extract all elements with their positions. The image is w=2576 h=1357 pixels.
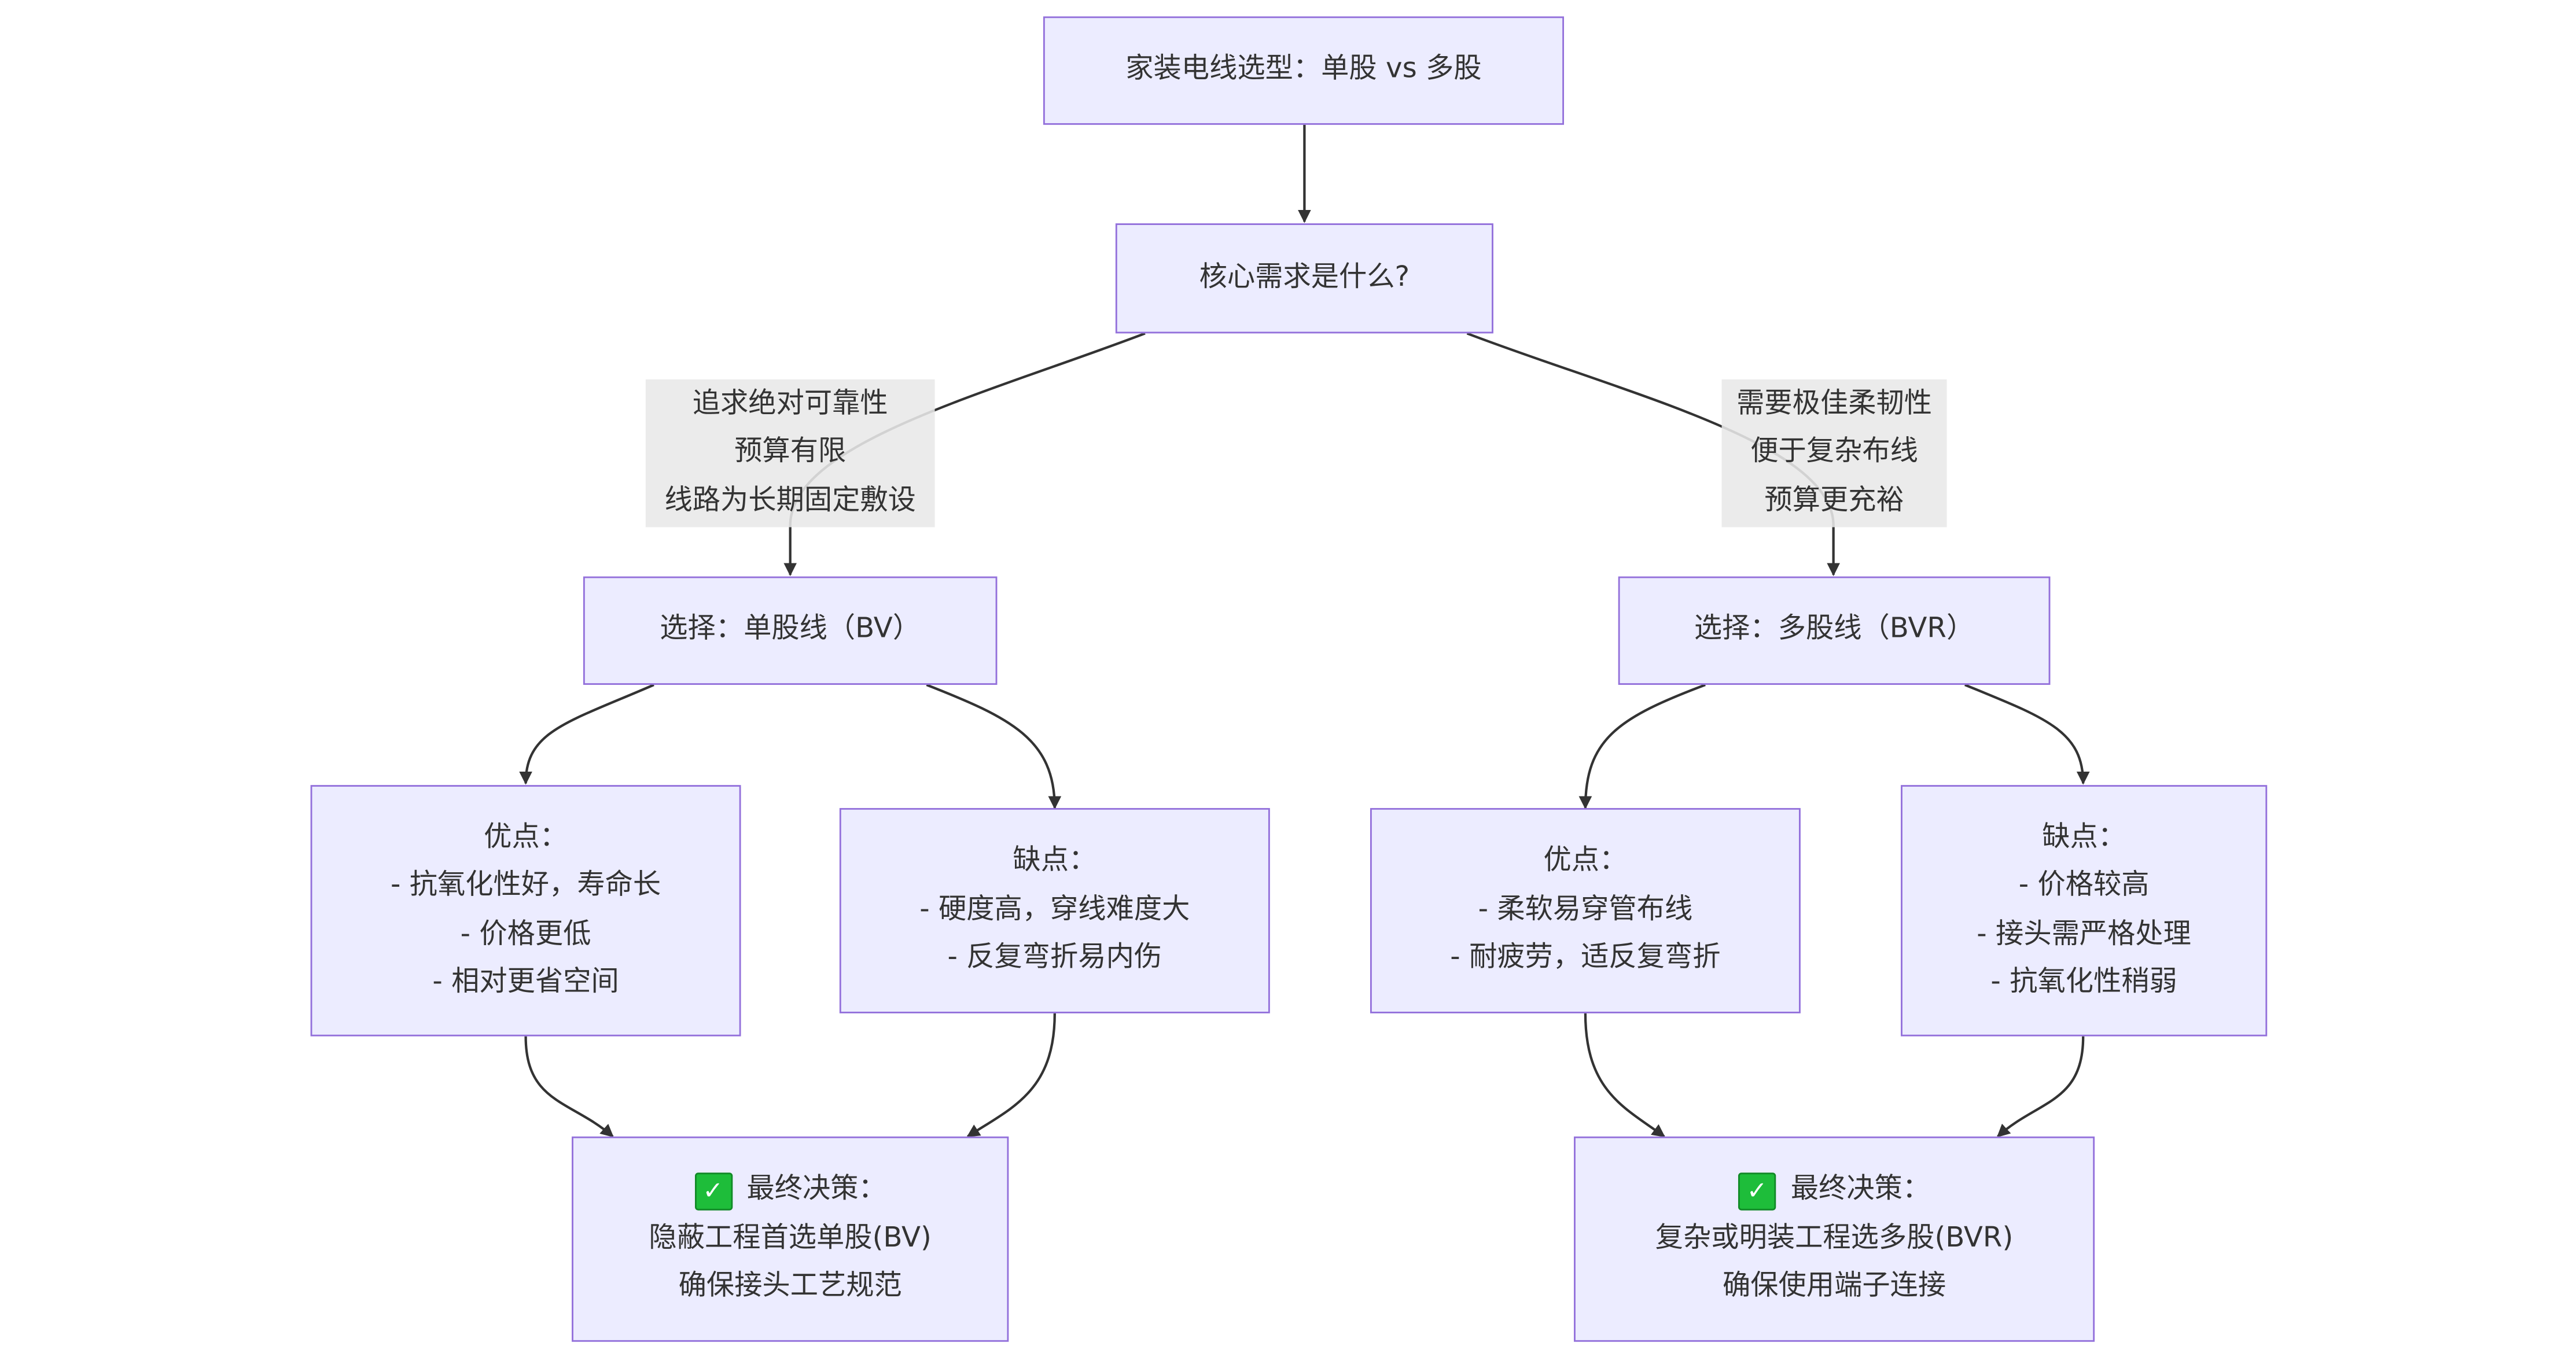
multi-decision-heading: 最终决策： [1790,1172,1931,1206]
single-pros-item: - 相对更省空间 [432,965,619,999]
single-choice-node: 选择：单股线（BV） [583,576,998,685]
check-mark-icon: ✓ [694,1171,732,1210]
multi-pros-item: - 耐疲劳，适反复弯折 [1450,941,1721,975]
single-decision-line: 确保接头工艺规范 [678,1270,902,1303]
edge-single-to-cons [926,684,1062,810]
multi-pros-heading: 优点： [1543,845,1628,877]
multi-cons-item: - 接头需严格处理 [1977,917,2191,950]
question-text: 核心需求是什么? [1199,260,1410,294]
edge-multi-pros-to-decision [1584,1013,1666,1138]
single-choice-text: 选择：单股线（BV） [660,613,921,646]
left-condition-line: 线路为长期固定敷设 [664,484,916,517]
single-pros-heading: 优点： [484,820,568,854]
multi-cons-item: - 价格较高 [2018,868,2150,902]
single-pros-item: - 价格更低 [460,917,591,950]
single-pros-node: 优点： - 抗氧化性好，寿命长 - 价格更低 - 相对更省空间 [310,785,741,1037]
left-condition-line: 追求绝对可靠性 [692,387,888,421]
check-mark-icon: ✓ [1738,1171,1776,1210]
right-condition-line: 便于复杂布线 [1750,436,1918,469]
title-text: 家装电线选型：单股 vs 多股 [1125,53,1482,86]
left-condition-line: 预算有限 [734,436,847,469]
single-pros-item: - 抗氧化性好，寿命长 [390,868,661,902]
single-cons-heading: 缺点： [1013,845,1097,877]
edge-multi-cons-to-decision [1996,1036,2085,1138]
right-condition-line: 需要极佳柔韧性 [1736,387,1933,421]
multi-cons-heading: 缺点： [2042,820,2126,854]
multi-decision-line: 确保使用端子连接 [1723,1270,1946,1303]
edge-multi-to-pros [1578,683,1706,810]
edge-multi-to-cons [1964,684,2090,785]
single-cons-item: - 反复弯折易内伤 [947,941,1162,975]
right-condition-line: 预算更充裕 [1764,484,1904,517]
question-node: 核心需求是什么? [1115,223,1493,334]
single-decision-node: ✓ 最终决策： 隐蔽工程首选单股(BV) 确保接头工艺规范 [572,1136,1009,1342]
multi-pros-item: - 柔软易穿管布线 [1478,893,1693,926]
edge-single-cons-to-decision [966,1013,1056,1138]
multi-decision-node: ✓ 最终决策： 复杂或明装工程选多股(BVR) 确保使用端子连接 [1574,1136,2095,1342]
right-condition-label: 需要极佳柔韧性 便于复杂布线 预算更充裕 [1721,379,1947,528]
multi-decision-heading-row: ✓ 最终决策： [1738,1167,1930,1215]
single-decision-heading-row: ✓ 最终决策： [694,1167,886,1215]
edge-single-to-pros [519,684,654,785]
multi-choice-text: 选择：多股线（BVR） [1694,613,1975,646]
single-decision-heading: 最终决策： [746,1172,886,1206]
single-decision-line: 隐蔽工程首选单股(BV) [649,1221,932,1255]
edge-single-pros-to-decision [524,1036,614,1138]
multi-choice-node: 选择：多股线（BVR） [1618,576,2051,685]
title-node: 家装电线选型：单股 vs 多股 [1043,16,1565,125]
single-cons-item: - 硬度高，穿线难度大 [919,893,1190,926]
left-condition-label: 追求绝对可靠性 预算有限 线路为长期固定敷设 [645,379,935,528]
multi-cons-item: - 抗氧化性稍弱 [1990,965,2177,999]
multi-pros-node: 优点： - 柔软易穿管布线 - 耐疲劳，适反复弯折 [1370,807,1801,1013]
single-cons-node: 缺点： - 硬度高，穿线难度大 - 反复弯折易内伤 [839,807,1270,1013]
multi-decision-line: 复杂或明装工程选多股(BVR) [1655,1221,2014,1255]
multi-cons-node: 缺点： - 价格较高 - 接头需严格处理 - 抗氧化性稍弱 [1901,785,2268,1037]
